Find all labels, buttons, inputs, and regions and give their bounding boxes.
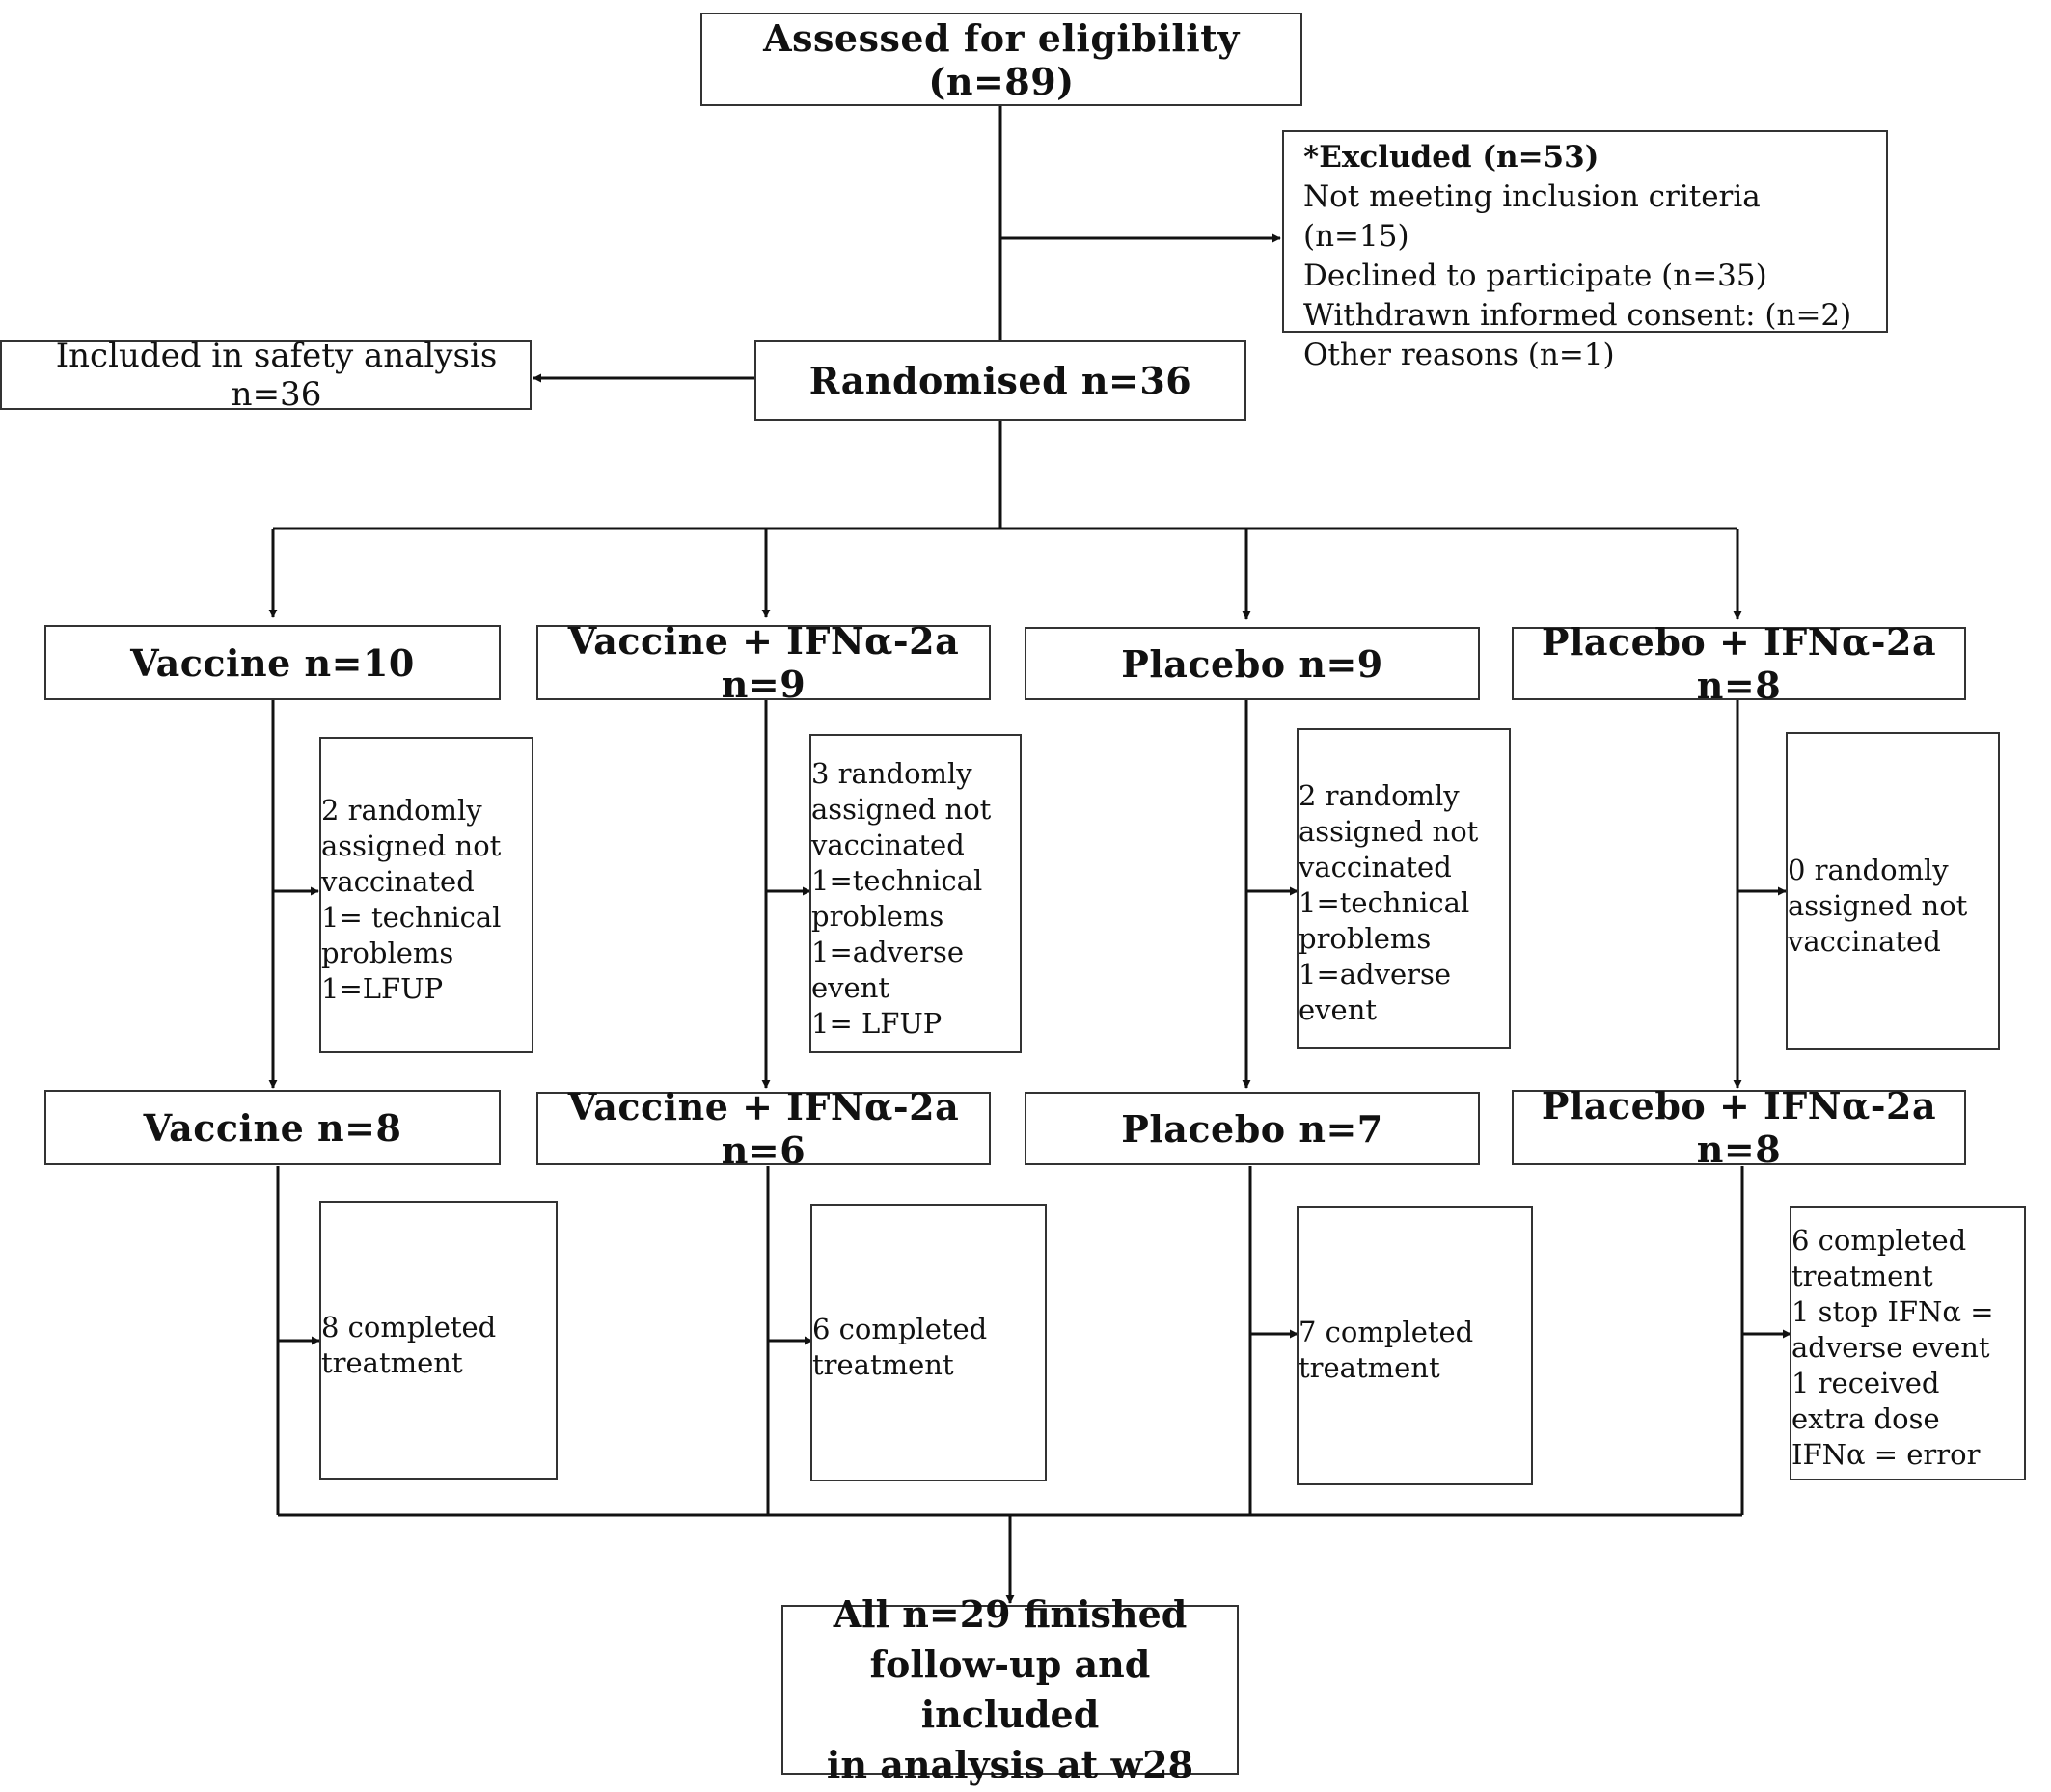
completed-line: treatment: [812, 1348, 954, 1381]
completed-line: adverse event: [1791, 1331, 1990, 1364]
after-label: Placebo n=7: [1121, 1106, 1383, 1151]
arm-box-vaccine-ifn: Vaccine + IFNα-2a n=9: [536, 619, 991, 706]
note-line: 1=technical: [1299, 886, 1470, 919]
not-vaccinated-note-4: 0 randomly assigned not vaccinated: [1786, 732, 2000, 1050]
randomised-label: Randomised n=36: [808, 359, 1192, 402]
note-line: event: [811, 970, 890, 1004]
note-line: assigned not: [811, 792, 992, 826]
note-line: 3 randomly: [811, 756, 972, 790]
completed-box-1: 8 completed treatment: [319, 1201, 558, 1480]
note-line: vaccinated: [321, 865, 475, 898]
note-line: 2 randomly: [1299, 779, 1460, 812]
after-box-vaccine-ifn: Vaccine + IFNα-2a n=6: [536, 1085, 991, 1172]
completed-line: 8 completed: [321, 1310, 497, 1344]
excluded-reason: Other reasons (n=1): [1303, 338, 1615, 372]
note-line: problems: [811, 899, 944, 933]
completed-line: treatment: [1299, 1351, 1440, 1384]
completed-box-3: 7 completed treatment: [1297, 1206, 1533, 1485]
not-vaccinated-note-1: 2 randomly assigned not vaccinated 1= te…: [319, 737, 533, 1053]
after-label: Vaccine + IFNα-2a n=6: [567, 1085, 960, 1172]
arm-label: Vaccine + IFNα-2a n=9: [567, 619, 960, 706]
after-box-placebo: Placebo n=7: [1025, 1092, 1480, 1165]
completed-line: treatment: [321, 1345, 463, 1379]
note-line: vaccinated: [811, 828, 965, 861]
after-label: Vaccine n=8: [143, 1105, 402, 1150]
completed-line: 7 completed: [1299, 1316, 1474, 1348]
note-line: assigned not: [1299, 815, 1479, 848]
arm-label: Vaccine n=10: [130, 640, 415, 685]
note-line: 0 randomly: [1788, 853, 1949, 886]
randomised-box: Randomised n=36: [754, 340, 1246, 421]
after-box-placebo-ifn: Placebo + IFNα-2a n=8: [1512, 1084, 1966, 1171]
note-line: event: [1299, 993, 1378, 1026]
final-line: in analysis at w28: [826, 1743, 1194, 1786]
excluded-reason: Withdrawn informed consent: (n=2): [1303, 298, 1852, 333]
excluded-reason: Not meeting inclusion criteria (n=15): [1303, 179, 1761, 254]
arm-label: Placebo + IFNα-2a n=8: [1541, 620, 1937, 707]
completed-box-4: 6 completed treatment 1 stop IFNα = adve…: [1790, 1206, 2026, 1480]
note-line: 1=adverse: [1299, 958, 1452, 991]
completed-line: 6 completed: [812, 1313, 988, 1345]
final-box: All n=29 finished follow-up and included…: [781, 1592, 1239, 1786]
completed-line: 6 completed: [1791, 1224, 1967, 1257]
note-line: vaccinated: [1299, 851, 1452, 883]
note-line: 1=LFUP: [321, 972, 444, 1005]
excluded-title: *Excluded (n=53): [1303, 140, 1600, 175]
completed-line: IFNα = error: [1791, 1438, 1981, 1471]
note-line: 1=adverse: [811, 935, 965, 968]
note-line: assigned not: [321, 829, 502, 862]
not-vaccinated-note-3: 2 randomly assigned not vaccinated 1=tec…: [1297, 728, 1511, 1049]
arm-label: Placebo n=9: [1121, 641, 1383, 686]
note-line: 1=technical: [811, 863, 983, 897]
assessed-box: Assessed for eligibility (n=89): [700, 13, 1302, 106]
final-line: follow-up and included: [869, 1643, 1151, 1736]
final-line: All n=29 finished: [833, 1592, 1188, 1636]
excluded-box: *Excluded (n=53) Not meeting inclusion c…: [1282, 130, 1888, 372]
completed-box-2: 6 completed treatment: [810, 1204, 1047, 1481]
after-box-vaccine: Vaccine n=8: [44, 1090, 501, 1165]
completed-line: treatment: [1791, 1260, 1933, 1292]
note-line: 1= technical: [321, 901, 502, 934]
completed-line: extra dose: [1791, 1402, 1940, 1435]
safety-box: Included in safety analysis n=36: [0, 337, 532, 414]
note-line: problems: [321, 937, 454, 969]
not-vaccinated-note-2: 3 randomly assigned not vaccinated 1=tec…: [809, 734, 1022, 1053]
completed-line: 1 stop IFNα =: [1791, 1295, 1994, 1328]
assessed-label: Assessed for eligibility (n=89): [763, 15, 1240, 103]
note-line: vaccinated: [1788, 924, 1941, 958]
note-line: 2 randomly: [321, 794, 482, 827]
arm-box-vaccine: Vaccine n=10: [44, 625, 501, 700]
arm-box-placebo: Placebo n=9: [1025, 627, 1480, 700]
completed-line: 1 received: [1791, 1367, 1940, 1399]
excluded-reason: Declined to participate (n=35): [1303, 258, 1767, 293]
safety-label: Included in safety analysis n=36: [55, 337, 498, 414]
note-line: problems: [1299, 922, 1432, 955]
note-line: 1= LFUP: [811, 1006, 943, 1040]
after-label: Placebo + IFNα-2a n=8: [1541, 1084, 1937, 1171]
note-line: assigned not: [1788, 888, 1968, 922]
arm-box-placebo-ifn: Placebo + IFNα-2a n=8: [1512, 620, 1966, 707]
